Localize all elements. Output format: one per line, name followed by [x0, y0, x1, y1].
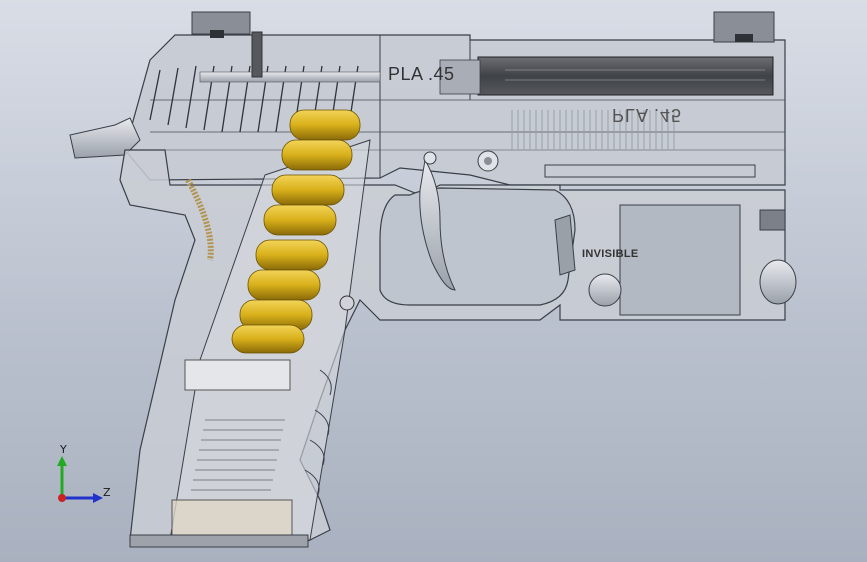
- laser-knob[interactable]: [588, 273, 622, 307]
- magazine-baseplate[interactable]: [129, 534, 309, 548]
- trigger[interactable]: [419, 158, 456, 291]
- slide-engraving: PLA .45: [388, 64, 455, 84]
- laser-lens: [759, 259, 797, 305]
- axis-z-label: Z: [103, 486, 111, 499]
- cartridge-stack: [231, 109, 361, 354]
- axis-y-label: Y: [60, 443, 67, 456]
- magazine-release[interactable]: [339, 295, 355, 311]
- accessory-rail: [619, 204, 741, 316]
- rail-engraving: INVISIBLE: [582, 248, 639, 260]
- grip-texture: [304, 369, 332, 496]
- axis-triad: [57, 456, 103, 503]
- mirrored-slide-engraving: PLA .45: [612, 105, 683, 125]
- hammer[interactable]: [69, 117, 141, 159]
- recoil-spring: [511, 110, 675, 150]
- magazine-spring: [191, 419, 285, 491]
- barrel: [477, 56, 774, 96]
